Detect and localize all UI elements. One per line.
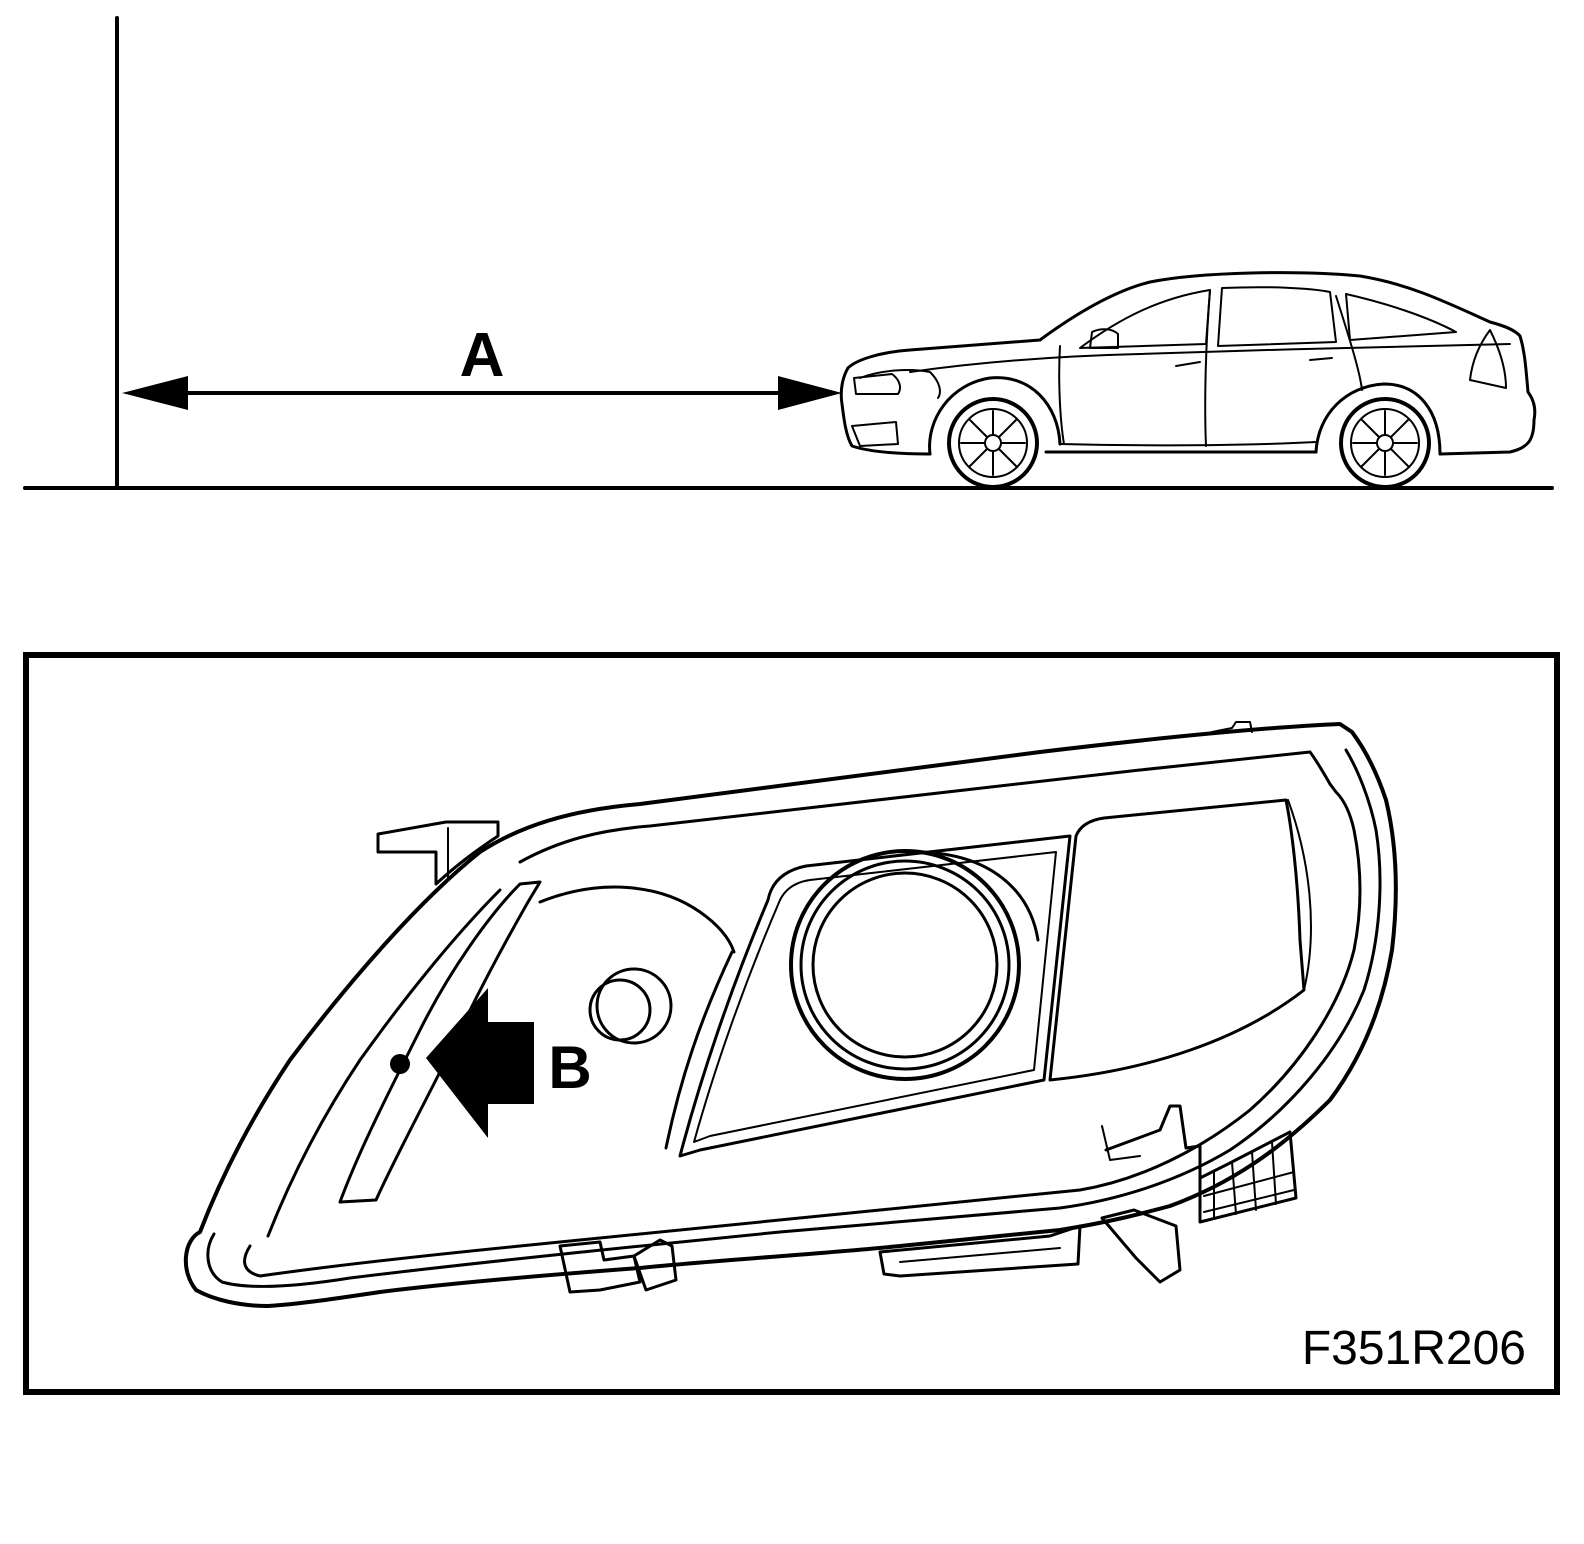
aim-point-dot bbox=[390, 1054, 410, 1074]
top-scene: A bbox=[23, 16, 1554, 490]
headlamp-panel: B F351R206 bbox=[23, 652, 1560, 1395]
aim-pointer-arrow-icon bbox=[426, 988, 534, 1138]
distance-arrow-icon bbox=[122, 376, 842, 410]
car-side-view-icon bbox=[839, 271, 1537, 489]
distance-label: A bbox=[460, 321, 505, 390]
figure-code: F351R206 bbox=[1302, 1322, 1526, 1375]
panel-frame bbox=[23, 652, 1560, 1395]
aim-mark-label: B bbox=[548, 1034, 591, 1101]
headlamp-assembly-icon bbox=[183, 721, 1398, 1308]
